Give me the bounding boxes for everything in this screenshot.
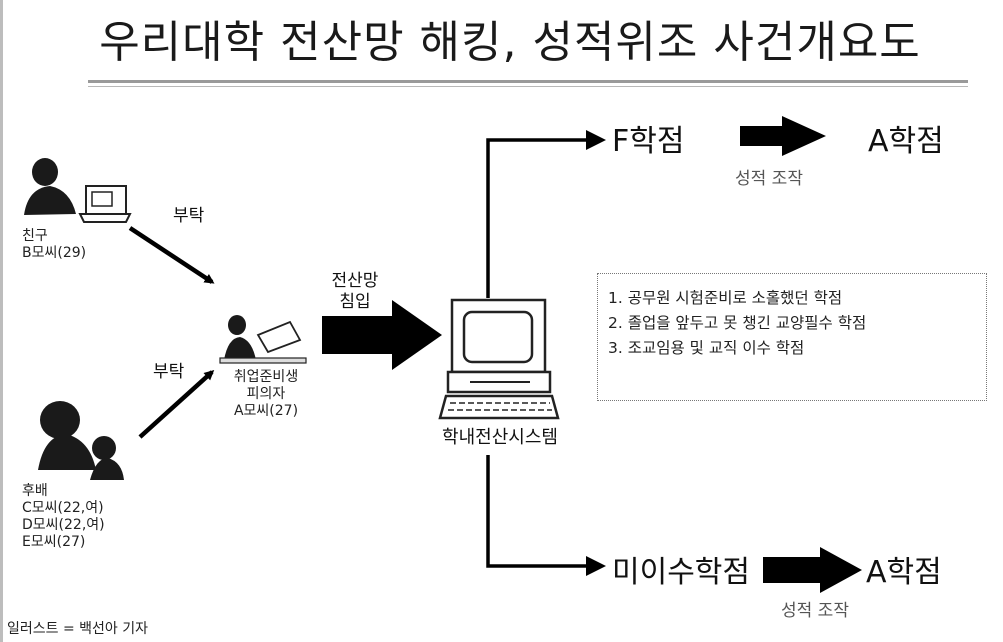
computer-figure [438,298,560,420]
lower-branch-line [486,455,588,568]
juniors-role: 후배 [22,483,48,499]
friend-name: B모씨(29) [22,245,87,261]
page-title: 우리대학 전산망 해킹, 성적위조 사건개요도 [99,17,921,68]
junior-name-1: C모씨(22,여) [22,500,104,516]
title-underline-thin [88,86,968,87]
target-item-2: 2. 졸업을 앞두고 못 챙긴 교양필수 학점 [608,314,867,332]
upper-branch-line [486,138,588,298]
suspect-role: 취업준비생 [233,369,299,385]
friend-request-label: 부탁 [173,206,205,226]
target-item-3: 3. 조교임용 및 교직 이수 학점 [608,339,805,357]
upper-branch-head [586,130,606,150]
junior-name-2: D모씨(22,여) [22,517,105,533]
upper-outcome-from: F학점 [612,124,685,159]
left-border [0,0,3,642]
suspect-sub: 피의자 [246,386,286,402]
illustration-credit: 일러스트 = 백선아 기자 [7,621,149,637]
juniors-request-label: 부탁 [153,362,185,382]
lower-branch-head [586,556,606,576]
junior-name-3: E모씨(27) [22,534,86,550]
suspect-name: A모씨(27) [233,403,299,419]
lower-outcome-from: 미이수학점 [612,555,750,590]
lower-outcome-arrow [763,547,862,593]
upper-outcome-to: A학점 [868,124,944,159]
juniors-request-arrow [138,369,215,439]
title-underline [88,80,968,83]
intrusion-label-1: 전산망 [331,271,379,291]
system-label: 학내전산시스템 [442,427,558,448]
lower-outcome-to: A학점 [866,555,942,590]
juniors-figure [38,401,124,480]
lower-outcome-note: 성적 조작 [781,601,849,621]
friend-request-arrow [128,226,215,284]
intrusion-label-2: 침입 [339,292,371,312]
friend-figure [24,158,132,223]
intrusion-arrow [322,300,442,370]
suspect-figure [219,315,307,364]
friend-role: 친구 [22,228,48,244]
target-grades-box: 1. 공무원 시험준비로 소홀했던 학점 2. 졸업을 앞두고 못 챙긴 교양필… [597,273,987,401]
upper-outcome-note: 성적 조작 [735,169,803,189]
upper-outcome-arrow [740,116,826,156]
target-item-1: 1. 공무원 시험준비로 소홀했던 학점 [608,289,843,307]
